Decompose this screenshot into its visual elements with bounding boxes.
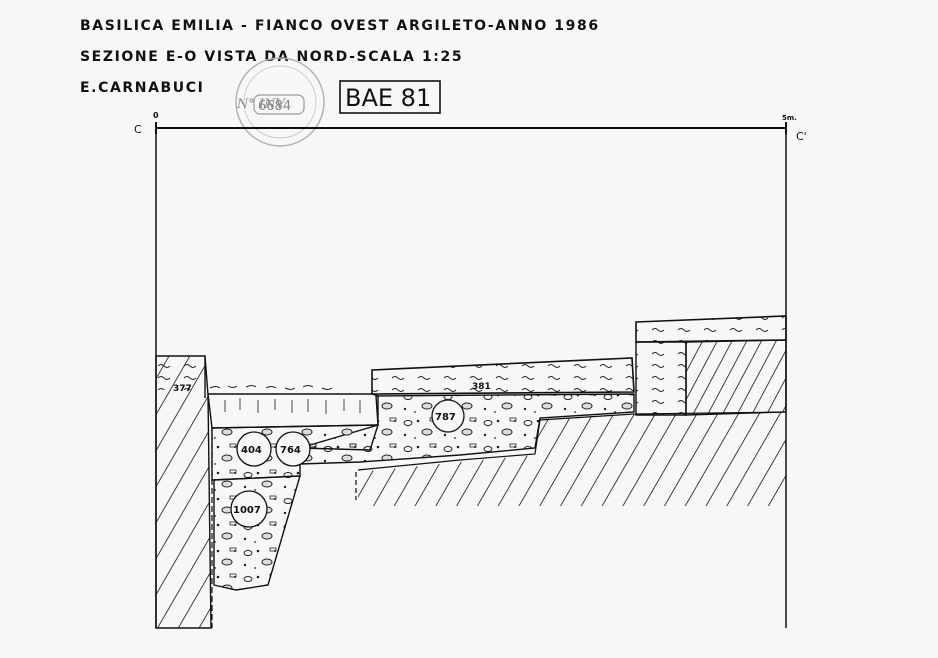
svg-text:404: 404	[241, 445, 262, 456]
museum-stamp: N° INV. 6684	[235, 57, 325, 147]
lower-right-bedrock	[355, 411, 787, 506]
drawing-code-box: BAE 81	[339, 80, 441, 114]
drawing-author: E.CARNABUCI	[80, 80, 205, 96]
svg-text:787: 787	[435, 412, 456, 423]
drawing-title: BASILICA EMILIA - FIANCO OVEST ARGILETO-…	[80, 18, 600, 34]
layer-marker-1007: 1007	[230, 490, 268, 528]
upper-layer	[207, 385, 379, 429]
layer-marker-404: 404	[236, 431, 272, 467]
layer-label-377: 377	[173, 384, 192, 394]
inventory-number: 6684	[258, 99, 291, 114]
layer-marker-787: 787	[431, 399, 465, 433]
drawing-code: BAE 81	[345, 84, 431, 112]
svg-text:764: 764	[280, 445, 301, 456]
svg-text:1007: 1007	[233, 505, 261, 516]
inventory-label: N° INV.	[236, 97, 287, 112]
section-label-left: C	[134, 123, 142, 136]
scale-end-label: 5m.	[782, 114, 797, 122]
layer-label-381: 381	[472, 382, 491, 392]
layer-marker-764: 764	[275, 431, 311, 467]
right-block	[635, 315, 787, 416]
drawing-subtitle: SEZIONE E-O VISTA DA NORD-SCALA 1:25	[80, 49, 464, 65]
section-label-right: C'	[796, 130, 807, 143]
scale-start-label: 0	[153, 111, 159, 120]
left-wall	[155, 355, 213, 629]
upper-slab	[371, 357, 635, 395]
